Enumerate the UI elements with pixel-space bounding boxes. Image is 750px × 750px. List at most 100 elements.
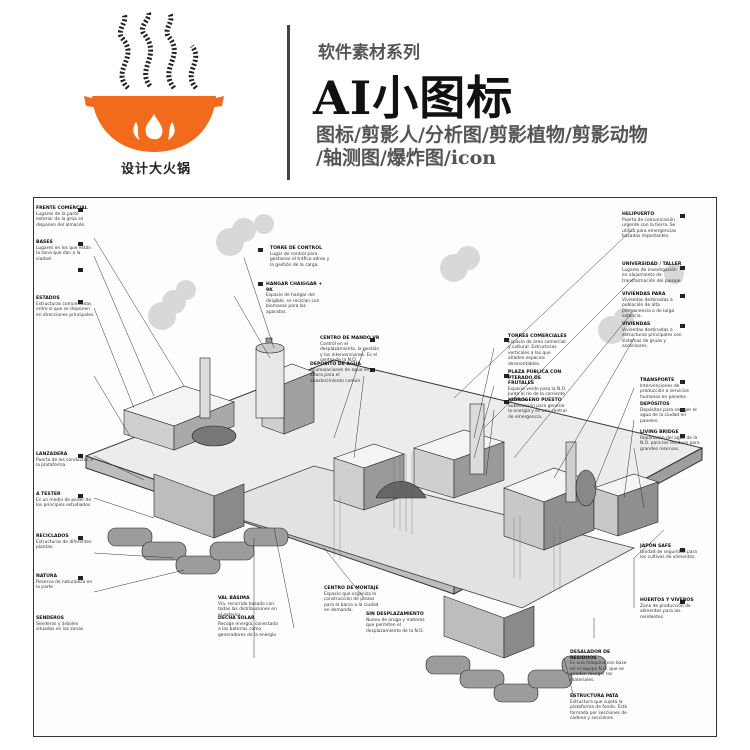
callout-body: Es una máquina con base en el equipo N.O… xyxy=(570,661,627,683)
hotpot-logo-icon xyxy=(84,10,224,152)
callout-heading: CENTRO DE MANDO VR xyxy=(320,336,380,341)
header: 设计大火锅 软件素材系列 AI小图标 图标/剪影人/分析图/剪影植物/剪影动物 … xyxy=(0,0,750,195)
tag-line-1: 图标/剪影人/分析图/剪影植物/剪影动物 xyxy=(316,124,648,146)
callout-body: Intervenciones de producción a servicios… xyxy=(640,383,689,400)
callout-body: Control en el desplazamiento, la gestión… xyxy=(320,341,380,364)
callout-body: Acumulaciones de agua en altura para el … xyxy=(310,367,370,384)
callout-body: Reserva de naturaleza en la parte. xyxy=(36,579,93,591)
callout-heading: HUERTOS Y VIVEROS xyxy=(640,598,694,603)
callout-body: Estructura que sujeta la plataforma de f… xyxy=(570,699,627,722)
callout-heading: A TESTER xyxy=(36,492,61,497)
callout-body: Lugares de la parte exterior de la grúa … xyxy=(36,211,86,228)
callout-body: Es un medio de poder de los principios e… xyxy=(36,497,92,509)
industrial-city-drawing xyxy=(78,208,704,703)
callout-body: Lugares de investigación en alojamiento … xyxy=(622,267,682,284)
callout-heading: RECICLADOS xyxy=(36,534,69,539)
callout-body: Vía, recorrido basado con todas las dist… xyxy=(218,601,277,618)
callout-heading: DEPÓSITO DE AGUA xyxy=(310,362,361,367)
callout-body: Viviendas destinadas a población de alta… xyxy=(622,297,675,320)
callout-heading: JAPÓN SAFE xyxy=(640,544,672,549)
callout-body: Puerta de los conductos a la plataforma. xyxy=(36,457,93,469)
callout-body: Nuevo de oruga y motores que permiten el… xyxy=(366,617,425,634)
callout-heading: PLAZA PÚBLICA CON PTERADO DE FRUTALES xyxy=(508,370,562,387)
callout-heading: FRENTE COMERCIAL xyxy=(36,206,88,211)
callout-heading: LIVING BRIDGE xyxy=(640,430,679,435)
series-label: 软件素材系列 xyxy=(318,43,420,63)
callout-body: Recoge energía, conectada a las baterías… xyxy=(218,621,278,638)
callout-body: Depósitos para recoger el agua de la ciu… xyxy=(640,407,697,424)
callout-body: Espacio de hangar del dirigible, se reci… xyxy=(266,293,320,315)
callout-heading: CENTRO DE MONTAJE xyxy=(324,586,379,591)
crawler-tracks xyxy=(107,527,607,703)
callout-heading: TORRE DE CONTROL xyxy=(270,246,323,251)
callout-body: Lugares en los que están la zona que dan… xyxy=(36,245,92,262)
header-divider xyxy=(287,25,290,180)
callout-heading: TORRES COMERCIALES xyxy=(508,334,567,339)
callout-heading: HIDROGENO PUESTO xyxy=(508,398,562,403)
callout-body: Espacio de área comercial y cultural. Es… xyxy=(508,339,566,367)
callout-heading: UNIVERSIDAD / TALLER xyxy=(622,262,682,267)
callout-heading: HELIPUERTO xyxy=(622,212,655,217)
callout-body: Estructuras comunicadas entre sí que se … xyxy=(36,301,95,318)
callout-body: Espacio que organiza la construcción de … xyxy=(324,591,379,614)
tag-list: 图标/剪影人/分析图/剪影植物/剪影动物 /轴测图/爆炸图/icon xyxy=(316,124,736,170)
callout-body: Viviendas destinadas a estructuras princ… xyxy=(622,327,682,350)
callout-heading: ESTRUCTURA PATA xyxy=(570,694,619,699)
callout-heading: SIN DESPLAZAMIENTO xyxy=(366,612,424,617)
smoke-clouds xyxy=(148,214,684,400)
callout-heading: SENDEROS xyxy=(36,616,64,621)
callout-body: Zona de producción de alimentos para los… xyxy=(640,603,691,620)
callout-heading: ESTADOS xyxy=(36,296,60,301)
callout-body: Subestación para generar la energía y es… xyxy=(508,403,567,420)
callout-heading: DESALADOR DE RESIDUOS xyxy=(570,650,611,661)
callout-body: Estructuras de diferentes plantas. xyxy=(36,539,92,551)
logo-caption: 设计大火锅 xyxy=(120,162,191,177)
tag-line-2: /轴测图/爆炸图/icon xyxy=(316,147,497,169)
callout-heading: DEPÓSITOS xyxy=(640,402,670,407)
callout-heading: VIVIENDAS PARA xyxy=(622,292,666,297)
callout-body: Puerto de comunicación urgente con la ti… xyxy=(622,217,677,240)
callout-heading: LANZADERA xyxy=(36,452,68,457)
callout-heading: VIVIENDAS xyxy=(622,322,651,327)
callout-body: Espacio verde para la N.O. Junto al río … xyxy=(508,386,567,403)
page-title: AI小图标 xyxy=(313,71,514,125)
callout-heading: BASES xyxy=(36,240,53,245)
callout-body: Lugar de control para gestionar el tráfi… xyxy=(270,251,330,268)
callout-heading: TRANSPORTE xyxy=(640,378,675,383)
callout-heading: VAL BÁSIMA xyxy=(218,596,250,601)
callout-heading: DECHA SOLAR xyxy=(218,616,255,621)
callout-body: Unidad de seguridad para los cultivos de… xyxy=(640,549,697,561)
callout-body: Reparación del agua de la N.O. para los … xyxy=(640,435,700,452)
callout-heading: NATURA xyxy=(36,574,57,579)
